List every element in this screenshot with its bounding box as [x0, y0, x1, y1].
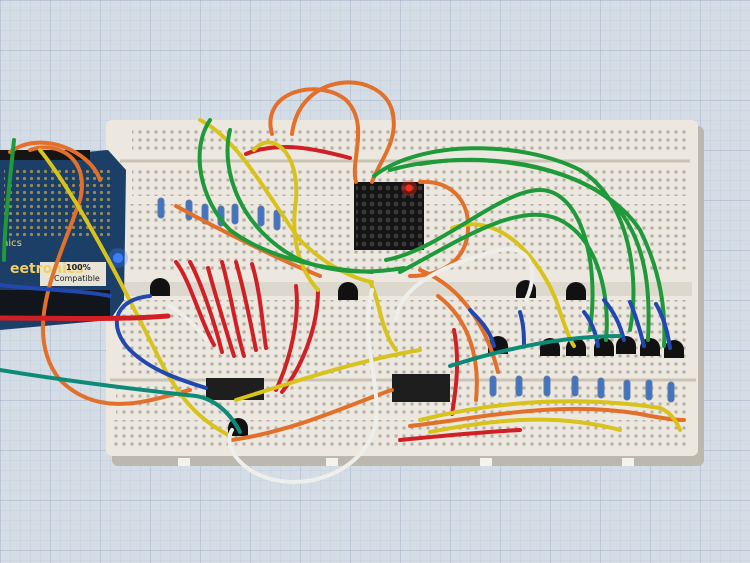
white-wires: [168, 247, 535, 484]
resistor-row-bottom: [489, 375, 675, 403]
board-compatible-label: Compatible: [54, 274, 100, 283]
led-matrix: [354, 180, 424, 250]
teal-wires: [0, 334, 622, 434]
power-led-icon: [113, 253, 123, 263]
ic-chip-right: [392, 374, 450, 402]
wire-bundle: [0, 80, 686, 484]
red-cable: [0, 313, 171, 321]
board-side-label: nics: [2, 238, 22, 249]
board-brand-label: eetronics: [10, 261, 84, 277]
board-percent-label: 100%: [66, 263, 91, 272]
green-wires: [2, 118, 667, 348]
lit-led-icon: [405, 184, 413, 192]
ic-chip-left: [206, 378, 264, 400]
blue-wires: [0, 283, 672, 390]
red-jumpers: [174, 144, 522, 442]
